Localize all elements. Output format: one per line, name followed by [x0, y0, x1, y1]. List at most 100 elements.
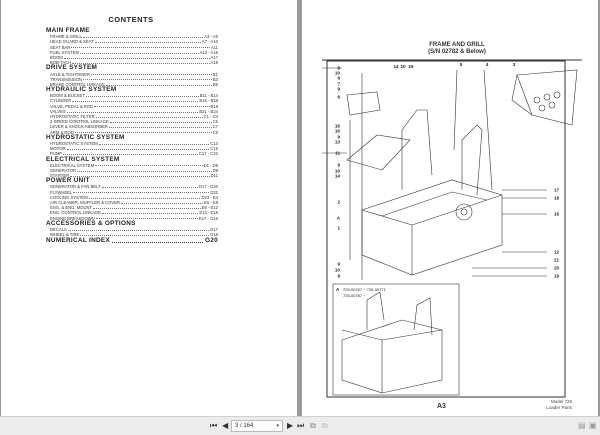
callout-number: 2: [337, 200, 340, 205]
toc-entry-page: A3 - A6: [204, 34, 218, 40]
toc-entry-page: A11: [210, 44, 218, 50]
last-page-icon[interactable]: ⏭: [297, 421, 305, 430]
single-page-view-icon[interactable]: ⧉: [310, 421, 316, 430]
leader-dots: [95, 216, 198, 220]
toc-entry-label: BOB-TACH: [50, 60, 72, 66]
toc-entry-page: D1 - D8: [203, 162, 218, 168]
toc-entry[interactable]: LEVER & SHOCK ABSORBER C7: [46, 124, 218, 129]
toc-entry-label: WHEEL & TIRE: [50, 232, 80, 238]
toc-entry-page: C17 - C22: [198, 151, 218, 157]
toc-entry-label: LEVER & SHOCK ABSORBER: [50, 124, 108, 130]
diagram-frame: [326, 60, 566, 398]
section-heading: HYDROSTATIC SYSTEM: [46, 133, 125, 141]
page-selector[interactable]: 3 / 164▾: [231, 420, 283, 432]
leader-dots: [77, 168, 212, 172]
callout-number: 11: [335, 151, 340, 156]
leader-dots: [74, 130, 212, 134]
toc-entry-page: B1: [212, 71, 218, 77]
toc-entry-page: C7: [212, 124, 218, 130]
toc-entry-label: PUMP: [50, 151, 63, 157]
leader-dots: [63, 55, 210, 59]
callout-number: 9: [337, 163, 340, 168]
toc-entry-page: E9 - E12: [201, 205, 218, 211]
leader-dots: [90, 72, 212, 76]
toc-entry-label: BRAKE CONTROL LINKAGE: [50, 81, 105, 87]
leader-dots: [108, 124, 212, 129]
page-code: A3: [437, 403, 446, 410]
callout-number: 12: [554, 250, 560, 255]
callout-number: 13: [335, 140, 341, 145]
toc-entry[interactable]: ELECTRICAL SYSTEM D1 - D8: [46, 163, 218, 168]
toc-entry-label: NUMERICAL INDEX: [46, 237, 111, 245]
inset-serial-1: 725-00767 ~ 725-00771: [343, 287, 387, 292]
toc-entry-label: 2-SPEED CONTROL LINKAGE: [50, 119, 109, 125]
section-heading: DRIVE SYSTEM: [46, 64, 98, 72]
toc-entry[interactable]: PUMP C17 - C22: [46, 151, 218, 156]
leader-dots: [109, 119, 212, 123]
prev-page-icon[interactable]: ◀: [222, 421, 229, 430]
save-icon[interactable]: ▣: [589, 421, 597, 430]
two-page-view-icon[interactable]: ⧉: [322, 421, 328, 430]
toc-entry-page: B15 - B18: [199, 98, 218, 104]
frame-drawing: [322, 67, 578, 396]
leader-dots: [73, 190, 210, 194]
leader-dots: [66, 109, 199, 113]
leader-dots: [72, 60, 210, 64]
toc-entry[interactable]: 2-SPEED CONTROL LINKAGE C5: [46, 119, 218, 124]
leader-dots: [85, 93, 199, 98]
toc-entry-label: ELECTRICAL SYSTEM: [50, 162, 95, 168]
next-page-icon[interactable]: ▶: [287, 421, 294, 430]
leader-dots: [112, 237, 204, 243]
callout-number: 10: [400, 64, 406, 69]
toc-entry-label: HYDROSTATIC FILTER: [50, 114, 95, 119]
callout-number: 8: [337, 274, 340, 279]
print-icon[interactable]: ▤: [578, 421, 586, 430]
toc-entry-label: VALVE, PEDAL & ROD: [50, 103, 94, 109]
toc-entry-page: D21: [210, 189, 218, 195]
leader-dots: [72, 98, 199, 103]
toc-entry-page: D9: [212, 167, 218, 173]
first-page-icon[interactable]: ⏮: [210, 421, 218, 430]
leader-dots: [106, 82, 212, 86]
callout-number: 8: [337, 66, 340, 71]
section-heading: POWER UNIT: [46, 177, 90, 185]
leader-dots: [101, 184, 198, 189]
toc-entry-page: C5: [212, 119, 218, 125]
leader-dots: [94, 39, 201, 44]
leader-dots: [93, 205, 201, 209]
callout-number: 19: [554, 274, 560, 279]
leader-dots: [66, 146, 210, 150]
callout-number: 18: [554, 196, 560, 201]
callout-number: 10: [335, 268, 341, 273]
